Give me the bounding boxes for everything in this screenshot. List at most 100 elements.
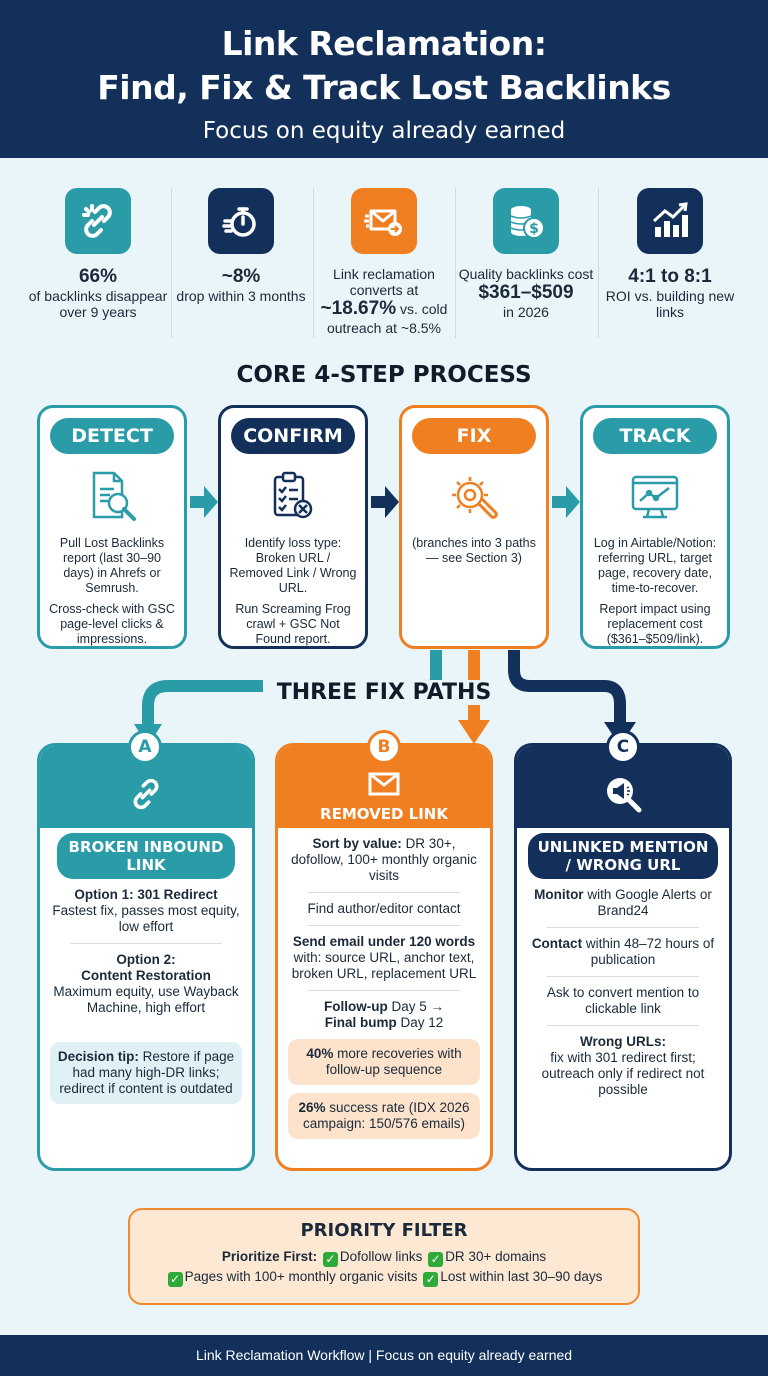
checkmark-icon: ✓ bbox=[322, 1252, 338, 1267]
divider bbox=[455, 188, 456, 338]
item-text: fix with 301 redirect first; outreach on… bbox=[541, 1050, 705, 1097]
arrow-right-icon bbox=[371, 486, 399, 523]
stat-backlinks-disappear: 66%of backlinks disappear over 9 years bbox=[28, 178, 168, 348]
tip-text: Restore if page had many high-DR links; … bbox=[59, 1049, 235, 1096]
fix-paths-title-text: THREE FIX PATHS bbox=[262, 680, 506, 705]
fix-path-a-card: BROKEN INBOUND LINK Option 1: 301 Redire… bbox=[37, 743, 255, 1171]
title-line-2: Find, Fix & Track Lost Backlinks bbox=[97, 68, 671, 107]
stat-label-post: in 2026 bbox=[503, 304, 549, 320]
divider bbox=[70, 943, 222, 944]
item-text: Day 5 → bbox=[391, 999, 445, 1014]
item-bold: Send email under 120 words bbox=[292, 934, 476, 949]
stat-drop: ~8%drop within 3 months bbox=[171, 178, 311, 348]
step-description-2: Cross-check with GSC page-level clicks &… bbox=[49, 602, 175, 646]
stat-value: ~18.67% bbox=[320, 298, 397, 319]
step-label: FIX bbox=[412, 418, 536, 454]
stat-bold: 26% bbox=[298, 1100, 326, 1115]
divider bbox=[308, 892, 460, 893]
item-text: Find author/editor contact bbox=[307, 901, 461, 916]
item-text: with: source URL, anchor text, broken UR… bbox=[291, 950, 477, 981]
divider bbox=[547, 1025, 699, 1026]
arrow-right-icon bbox=[190, 486, 218, 523]
arrow-right-icon bbox=[552, 486, 580, 523]
stat-label: Link reclamation converts at bbox=[333, 266, 435, 298]
path-c-badge: C bbox=[606, 730, 640, 764]
header-banner: Link Reclamation: Find, Fix & Track Lost… bbox=[0, 0, 768, 158]
option-2-title: Option 2: bbox=[116, 952, 176, 967]
priority-title: PRIORITY FILTER bbox=[300, 1220, 468, 1241]
checkmark-icon: ✓ bbox=[423, 1272, 439, 1287]
priority-lead: Prioritize First: bbox=[221, 1249, 318, 1264]
process-section-title: CORE 4-STEP PROCESS bbox=[236, 362, 532, 388]
step-track: TRACK Log in Airtable/Notion: referring … bbox=[580, 405, 730, 649]
step-description: Identify loss type: Broken URL / Removed… bbox=[229, 536, 357, 595]
item-text: Ask to convert mention to clickable link bbox=[546, 985, 700, 1016]
stat-label-post: vs. cold outreach at ~8.5% bbox=[326, 301, 448, 336]
priority-item: Dofollow links bbox=[339, 1249, 423, 1264]
item-text: within 48–72 hours of publication bbox=[585, 936, 715, 967]
step-label: DETECT bbox=[50, 418, 174, 454]
clipboard-check-icon bbox=[221, 462, 365, 532]
divider bbox=[308, 925, 460, 926]
item-bold: Follow-up bbox=[323, 999, 388, 1014]
stat-bold: 40% bbox=[306, 1046, 334, 1061]
item-bold: Sort by value: bbox=[312, 836, 402, 851]
stat-value: ~8% bbox=[221, 266, 261, 287]
priority-line-2: ✓Pages with 100+ monthly organic visits … bbox=[130, 1267, 638, 1287]
item-bold: Wrong URLs: bbox=[580, 1034, 666, 1049]
footer: Link Reclamation Workflow | Focus on equ… bbox=[0, 1335, 768, 1376]
step-label: CONFIRM bbox=[231, 418, 355, 454]
item-bold: Contact bbox=[531, 936, 583, 951]
option-1-title: Option 1: 301 Redirect bbox=[74, 887, 218, 902]
step-detect: DETECT Pull Lost Backlinks report (last … bbox=[37, 405, 187, 649]
checkmark-icon: ✓ bbox=[167, 1272, 183, 1287]
priority-item: Lost within last 30–90 days bbox=[440, 1269, 603, 1284]
fix-path-b-card: REMOVED LINK Sort by value: DR 30+, dofo… bbox=[275, 743, 493, 1171]
step-description: Pull Lost Backlinks report (last 30–90 d… bbox=[59, 536, 165, 595]
decision-tip: Decision tip: Restore if page had many h… bbox=[50, 1042, 242, 1104]
priority-item: DR 30+ domains bbox=[445, 1249, 547, 1264]
priority-filter-box: PRIORITY FILTER Prioritize First: ✓Dofol… bbox=[128, 1208, 640, 1305]
stat-text: success rate (IDX 2026 campaign: 150/576… bbox=[302, 1100, 470, 1131]
fix-paths-section-title: THREE FIX PATHS bbox=[0, 680, 768, 705]
divider bbox=[313, 188, 314, 338]
stat-value: 66% bbox=[78, 266, 118, 287]
item-text: with Google Alerts or Brand24 bbox=[587, 887, 712, 918]
stat-conversion: Link reclamation converts at~18.67% vs. … bbox=[313, 178, 455, 348]
item-text: DR 30+, dofollow, 100+ monthly organic v… bbox=[291, 836, 477, 883]
step-confirm: CONFIRM Identify loss type: Broken URL /… bbox=[218, 405, 368, 649]
coins-dollar-icon: $ bbox=[493, 188, 559, 254]
stopwatch-icon bbox=[208, 188, 274, 254]
step-fix: FIX (branches into 3 paths — see Section… bbox=[399, 405, 549, 649]
stat-label: drop within 3 months bbox=[176, 288, 306, 304]
item-bold: Monitor bbox=[534, 887, 584, 902]
megaphone-search-icon bbox=[603, 774, 643, 819]
gear-wrench-icon bbox=[402, 462, 546, 532]
path-title: UNLINKED MENTION / WRONG URL bbox=[528, 833, 718, 879]
priority-line-1: Prioritize First: ✓Dofollow links ✓DR 30… bbox=[130, 1247, 638, 1267]
step-label: TRACK bbox=[593, 418, 717, 454]
item-bold: Final bump bbox=[324, 1015, 397, 1030]
broken-link-icon bbox=[65, 188, 131, 254]
stat-value: 4:1 to 8:1 bbox=[628, 266, 712, 287]
path-title: BROKEN INBOUND LINK bbox=[57, 833, 235, 879]
step-description-2: Run Screaming Frog crawl + GSC Not Found… bbox=[235, 602, 351, 646]
stats-row: 66%of backlinks disappear over 9 years ~… bbox=[0, 178, 768, 348]
broken-link-icon bbox=[128, 776, 164, 817]
step-description: Log in Airtable/Notion: referring URL, t… bbox=[593, 536, 717, 595]
tip-label: Decision tip: bbox=[57, 1049, 139, 1064]
stat-label: of backlinks disappear over 9 years bbox=[28, 288, 168, 320]
divider bbox=[547, 927, 699, 928]
path-b-badge: B bbox=[367, 730, 401, 764]
svg-text:$: $ bbox=[529, 221, 539, 237]
path-a-badge: A bbox=[128, 730, 162, 764]
divider bbox=[308, 990, 460, 991]
path-title: REMOVED LINK bbox=[320, 804, 448, 823]
option-1-text: Fastest fix, passes most equity, low eff… bbox=[52, 903, 240, 934]
fix-path-c-card: UNLINKED MENTION / WRONG URL Monitor wit… bbox=[514, 743, 732, 1171]
document-search-icon bbox=[40, 462, 184, 532]
checkmark-icon: ✓ bbox=[428, 1252, 444, 1267]
monitor-chart-icon bbox=[583, 462, 727, 532]
stat-value: $361–$509 bbox=[478, 282, 574, 303]
email-forward-icon bbox=[351, 188, 417, 254]
